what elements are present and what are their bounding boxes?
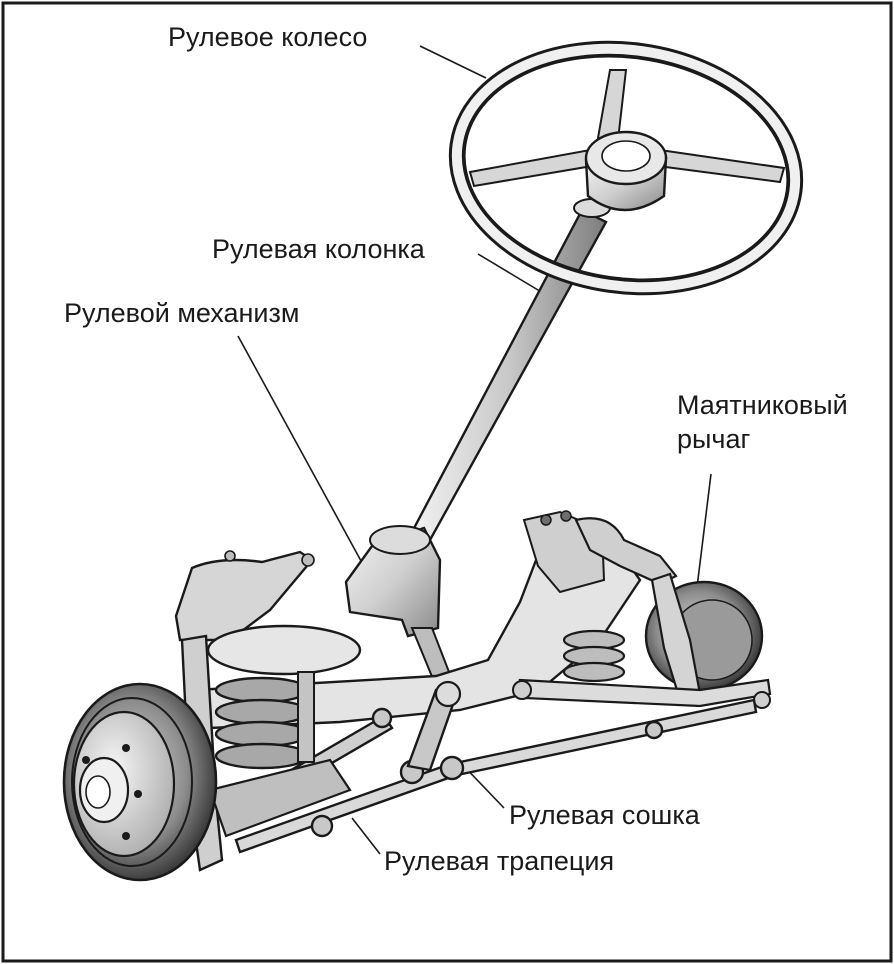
left-brake-drum [62,682,218,882]
left-suspension [174,550,362,872]
label-idler-arm-line2: рычаг [677,424,751,454]
steering-gear-box [344,525,458,698]
leader-linkage [351,817,381,855]
label-idler-arm-line1: Маятниковый [677,390,848,420]
label-pitman-arm: Рулевая сошка [509,800,700,830]
label-steering-linkage: Рулевая трапеция [384,846,615,876]
label-steering-wheel: Рулевое колесо [168,22,368,52]
leader-gear [237,335,379,593]
label-steering-column: Рулевая колонка [212,234,425,264]
right-suspension [512,517,772,709]
leader-wheel [419,45,487,79]
label-idler-arm: Маятниковый рычаг [677,388,887,456]
steering-linkage-rods [224,698,758,854]
label-steering-gear: Рулевой механизм [64,298,300,328]
pitman-arm [406,680,462,772]
steering-wheel [448,40,804,296]
